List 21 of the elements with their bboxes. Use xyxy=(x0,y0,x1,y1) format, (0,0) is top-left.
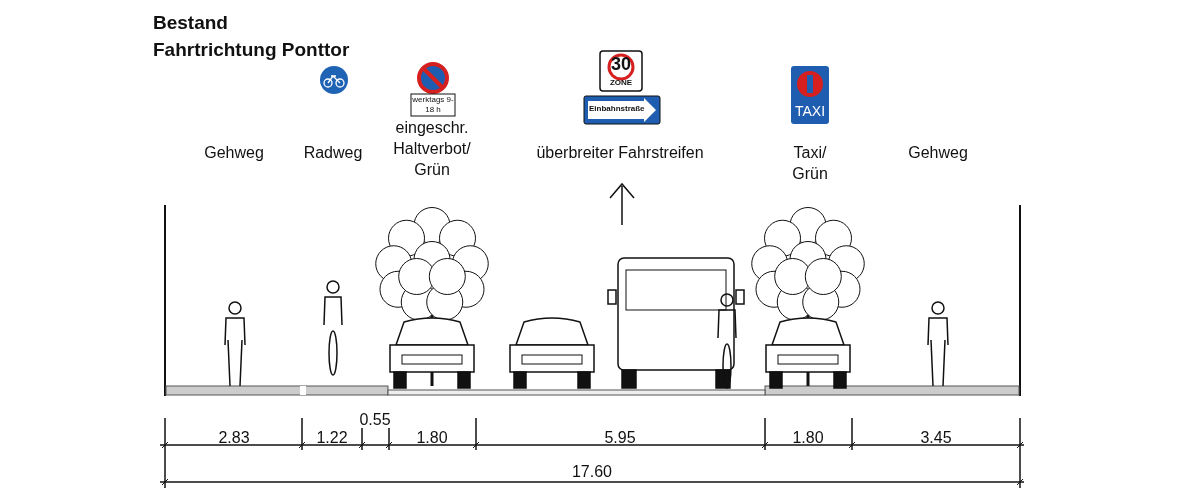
lane-label: Radweg xyxy=(302,143,364,163)
dimension-value: 0.55 xyxy=(358,410,392,430)
dimension-value: 17.60 xyxy=(570,462,613,482)
dimension-value: 1.80 xyxy=(415,428,449,448)
dimension-value: 3.45 xyxy=(919,428,953,448)
dimension-value: 5.95 xyxy=(603,428,637,448)
lane-label: eingeschr. Haltverbot/ Grün xyxy=(392,118,472,180)
dimension-value: 1.22 xyxy=(315,428,349,448)
lane-label: Taxi/ Grün xyxy=(791,143,829,184)
lane-label: Gehweg xyxy=(203,143,265,163)
sign-text: 30 xyxy=(610,55,632,73)
lane-label: Gehweg xyxy=(907,143,969,163)
sign-text: Einbahnstraße xyxy=(589,104,643,114)
diagram-subtitle: Fahrtrichtung Ponttor xyxy=(153,38,351,62)
sign-text: TAXI xyxy=(793,104,827,120)
lane-label: überbreiter Fahrstreifen xyxy=(535,143,705,163)
sign-text: werktags 9-18 h xyxy=(411,95,455,115)
dimension-value: 2.83 xyxy=(217,428,251,448)
dimension-value: 1.80 xyxy=(791,428,825,448)
diagram-title: Bestand xyxy=(153,11,229,35)
sign-text: ZONE xyxy=(608,79,634,87)
